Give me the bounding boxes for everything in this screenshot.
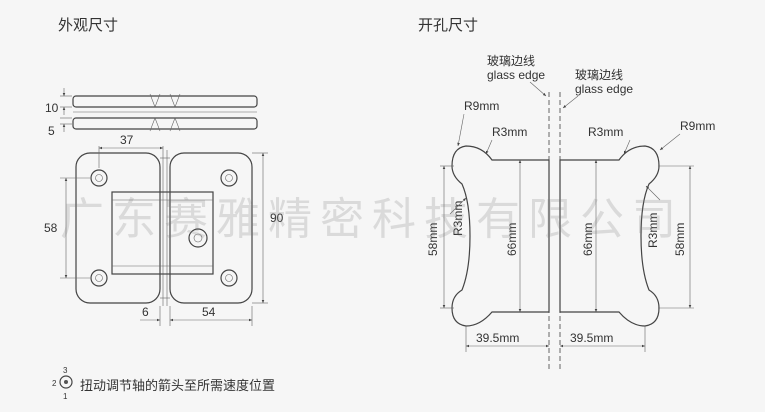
dim-10: 10 (45, 101, 59, 115)
cutout-left-outline (451, 145, 550, 327)
glass-edge-label-en-2: glass edge (575, 82, 633, 96)
height-58mm-right: 58mm (673, 223, 687, 256)
radius-r3-right: R3mm (588, 125, 623, 139)
adjust-speed-icon: 3 2 1 (52, 366, 73, 401)
width-39-5mm-left: 39.5mm (476, 331, 519, 345)
radius-r3-left: R3mm (492, 125, 527, 139)
cutout-dimensions-title: 开孔尺寸 (418, 16, 479, 34)
height-58mm-left: 58mm (426, 223, 440, 256)
adjust-position-3: 3 (63, 366, 68, 375)
adjust-position-2: 2 (52, 379, 57, 388)
company-watermark: 广东赛雅精密科技有限公司 (60, 194, 684, 245)
glass-edge-label-en-1: glass edge (487, 68, 545, 82)
radius-r3-side-right: R3mm (646, 213, 660, 248)
adjust-position-1: 1 (63, 392, 68, 401)
dim-37: 37 (120, 133, 134, 147)
height-66mm-right: 66mm (581, 223, 595, 256)
height-66mm-left: 66mm (505, 223, 519, 256)
radius-r9-left: R9mm (464, 99, 499, 113)
adjustment-footnote: 扭动调节轴的箭头至所需速度位置 (80, 379, 276, 394)
cutout-right-outline (559, 145, 660, 327)
dim-6: 6 (142, 305, 149, 319)
radius-r9-right: R9mm (680, 119, 715, 133)
glass-edge-label-cn-2: 玻璃边线 (575, 68, 623, 82)
dim-90: 90 (270, 211, 284, 225)
hinge-front-view (75, 150, 253, 306)
dim-54: 54 (202, 305, 216, 319)
exterior-dimensions-title: 外观尺寸 (58, 16, 119, 34)
glass-edge-label-cn-1: 玻璃边线 (487, 54, 535, 68)
dim-58: 58 (44, 221, 58, 235)
hinge-side-view (72, 93, 258, 132)
width-39-5mm-right: 39.5mm (570, 331, 613, 345)
dim-5: 5 (48, 124, 55, 138)
